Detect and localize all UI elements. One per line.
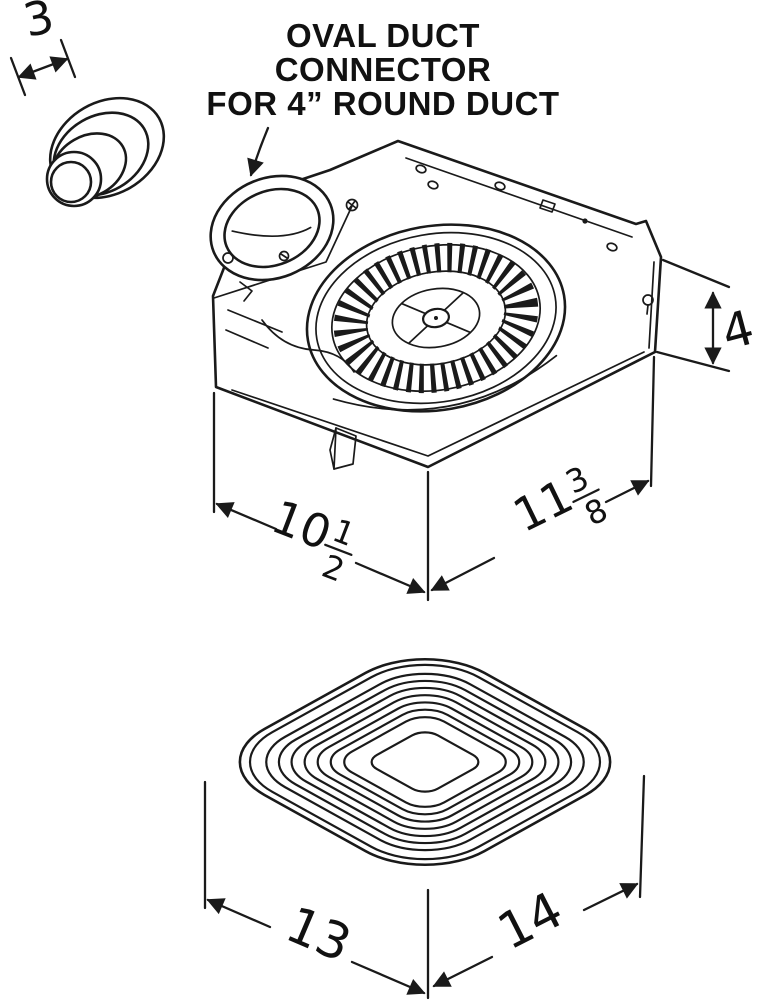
dimension-arrow-line [582,882,639,912]
connector-round-opening [49,160,93,204]
extension-line [661,258,731,289]
grille-rim-line [219,647,632,876]
grille-ring [286,685,563,839]
screw-circle [345,198,359,212]
screw-head [278,250,290,262]
connector-mouth-inner [223,187,321,269]
keyslot-hole [415,164,427,174]
grille-ring [302,694,548,831]
dim-label-grille-depth: 14 [489,881,572,962]
dim-label-housing-height: 4 [716,300,760,362]
grille-ring [318,702,533,821]
title-line-3: FOR 4” ROUND DUCT [206,85,559,122]
fraction-bar [324,543,353,556]
blade-inner-edge [365,270,507,366]
grille-ring [255,668,594,856]
oval-duct-connector-part [45,96,166,208]
grille-outer-edge [205,640,645,884]
housing-depth-denominator: 8 [579,490,614,533]
grille-ring [333,711,517,813]
interior-seam [227,309,283,333]
hub-center-dot [434,316,438,320]
grille-center-panel [364,728,486,796]
square-knockout [539,199,556,213]
extension-line [655,350,731,373]
title-line-2: CONNECTOR [275,51,492,88]
mounting-holes [415,164,618,252]
fan-housing [209,139,663,470]
dimension-arrow-line [354,561,426,594]
keyslot-hole [427,180,439,190]
hub-ring [391,287,481,349]
flange-fold-line [405,157,633,238]
damper-hinge [222,252,234,264]
keyslot-hole [606,242,618,252]
dimension-arrow-line [430,556,496,592]
connector-clip-tab [239,281,253,302]
dimension-arrow-line [432,955,494,988]
side-bend-line [648,261,655,349]
venturi-outer-ring [305,223,567,413]
keyslot-hole [494,181,506,191]
bracket-outline [329,427,357,470]
damper-flap-edge [231,226,312,238]
dim-label-grille-width: 13 [278,895,359,973]
extension-line [649,355,656,488]
dim-label-housing-width: 10 1 2 [265,489,360,589]
venturi-inner-ring [315,231,557,405]
dimension-housing-height: 4 [655,258,760,373]
extension-line [638,774,646,899]
scroll-housing-arc [332,354,558,411]
bracket-fold [333,427,337,470]
screw-slot [280,253,288,259]
screw-slot [348,200,356,210]
damper-bracket [329,427,357,470]
dimension-arrow-line [350,960,426,995]
dim-label-housing-depth: 11 3 8 [505,458,614,542]
dim-label-duct-width: 3 [19,0,59,48]
pilot-hole [582,218,588,224]
title-line-1: OVAL DUCT [286,17,480,54]
blower-blades [333,242,539,394]
blower-assembly [305,223,567,413]
interior-seam [225,329,269,349]
grille-ring [240,659,611,865]
dimension-arrow-line [17,56,69,80]
grille-cover [205,640,645,884]
dimension-arrow-line [206,898,272,929]
title-block: OVAL DUCT CONNECTOR FOR 4” ROUND DUCT [206,17,559,177]
fraction-bar [572,488,600,504]
screw-head [345,198,359,212]
keyhole-slot [642,294,654,315]
dimension-arrow-line [215,502,278,531]
inner-rim-line [231,351,645,457]
dimension-duct-connector-width: 3 [9,0,77,97]
connector-plate-edge [213,205,353,299]
grille-ring [271,676,579,847]
dimension-arrow-line [604,479,650,504]
housing-duct-connector-mouth [209,174,335,302]
title-leader-arrow [247,126,270,177]
keyhole-slot-line [646,304,649,315]
screw-circle [278,250,290,262]
housing-width-whole: 10 [265,489,339,560]
